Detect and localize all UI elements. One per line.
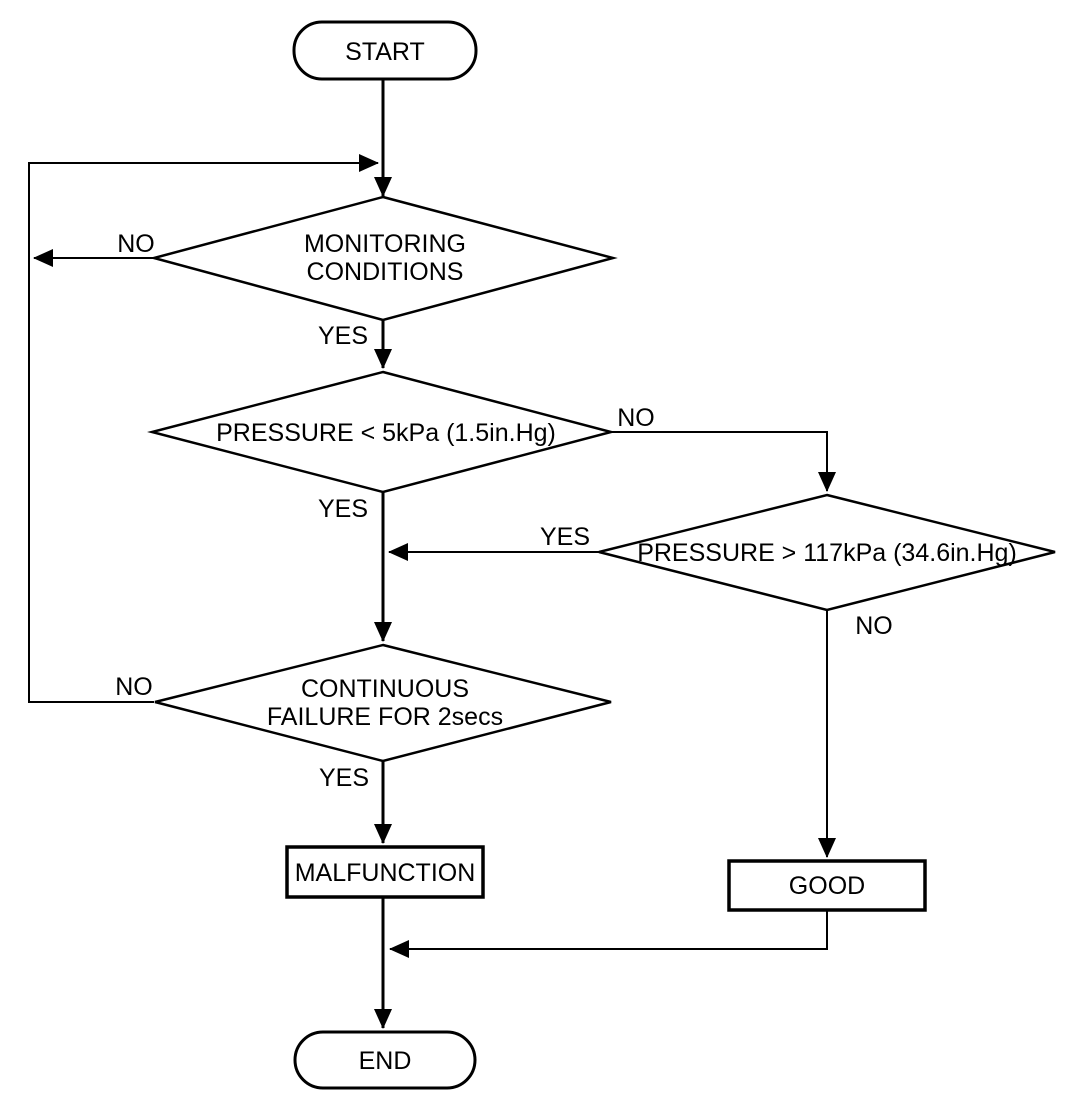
continuous-failure-label-line2: FAILURE FOR 2secs: [267, 703, 503, 731]
start-label: START: [345, 38, 425, 66]
pressure-high-yes-label: YES: [540, 523, 590, 551]
monitoring-yes-label: YES: [318, 322, 368, 350]
monitoring-label-line2: CONDITIONS: [307, 258, 464, 286]
good-label: GOOD: [789, 872, 865, 900]
edge-good-to-end: [389, 910, 828, 958]
malfunction-node: [285, 845, 485, 899]
pressure-high-decision: [598, 493, 1056, 612]
end-node: [293, 1030, 477, 1090]
monitoring-label-line1: MONITORING: [304, 230, 466, 258]
pressure-high-label: PRESSURE > 117kPa (34.6in.Hg): [637, 539, 1017, 567]
pressure-low-yes-label: YES: [318, 495, 368, 523]
continuous-failure-label-line1: CONTINUOUS: [301, 675, 469, 703]
continuous-failure-decision: [154, 643, 612, 763]
end-label: END: [359, 1047, 412, 1075]
pressure-high-no-label: NO: [855, 612, 893, 640]
good-node: [727, 859, 927, 912]
start-node: [292, 20, 478, 81]
pressure-low-no-label: NO: [617, 404, 655, 432]
monitoring-decision: [149, 195, 618, 322]
continuous-no-label: NO: [115, 673, 153, 701]
edge-pressure-low-no: [611, 431, 836, 492]
monitoring-no-label: NO: [117, 230, 155, 258]
malfunction-label: MALFUNCTION: [295, 859, 476, 887]
continuous-yes-label: YES: [319, 764, 369, 792]
pressure-low-decision: [147, 370, 616, 494]
pressure-low-label: PRESSURE < 5kPa (1.5in.Hg): [216, 419, 556, 447]
